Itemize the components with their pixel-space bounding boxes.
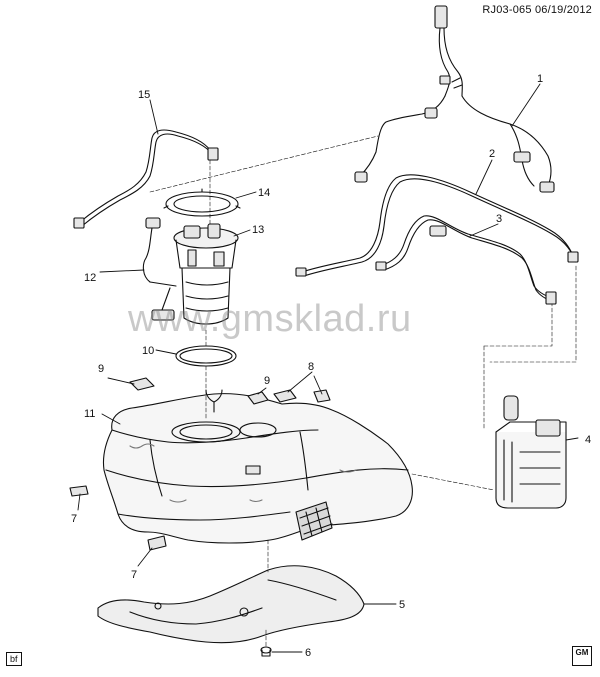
callout-9b: 9	[264, 375, 270, 387]
fuel-tank	[102, 389, 413, 544]
insulator-pads	[129, 377, 269, 405]
callout-15: 15	[138, 89, 150, 101]
fuel-feed-pipe	[375, 215, 557, 305]
callout-10: 10	[142, 345, 154, 357]
callout-8: 8	[308, 361, 314, 373]
insulator-pads-8	[273, 389, 331, 403]
callout-7b: 7	[131, 569, 137, 581]
callout-14: 14	[258, 187, 270, 199]
callout-7a: 7	[71, 513, 77, 525]
reference-lines	[149, 135, 577, 647]
callout-9a: 9	[98, 363, 104, 375]
callout-6: 6	[305, 647, 311, 659]
vapor-line	[295, 174, 579, 277]
evap-canister	[495, 395, 567, 509]
callout-1: 1	[537, 73, 543, 85]
callout-11: 11	[84, 408, 95, 420]
gm-logo-icon: GM	[572, 646, 592, 666]
leader-lines	[77, 83, 579, 653]
fuel-pump-module	[173, 223, 239, 325]
corner-tag: bf	[6, 652, 22, 666]
diagram-ref: RJ03-065	[482, 4, 532, 16]
wiring-harness	[354, 5, 555, 193]
callout-12: 12	[84, 272, 96, 284]
diagram-header: RJ03-065 06/19/2012	[482, 4, 592, 16]
fuel-level-sensor	[142, 217, 177, 321]
callout-13: 13	[252, 224, 264, 236]
lock-ring	[163, 188, 241, 217]
watermark: www.gmsklad.ru	[128, 298, 412, 340]
callout-3: 3	[496, 213, 502, 225]
callout-4: 4	[585, 434, 591, 446]
callout-5: 5	[399, 599, 405, 611]
diagram-date: 06/19/2012	[534, 4, 592, 16]
pump-seal	[175, 345, 237, 367]
tank-pads	[69, 485, 167, 551]
callout-numbers: 1 2 3 4 5 6 7 7 8 9 9 10 11 12 13 14 15	[71, 73, 591, 659]
tank-shield	[97, 565, 365, 644]
gm-logo-text: GM	[575, 648, 589, 657]
callout-2: 2	[489, 148, 495, 160]
shield-fastener	[260, 646, 272, 657]
fuel-hose	[73, 129, 219, 229]
